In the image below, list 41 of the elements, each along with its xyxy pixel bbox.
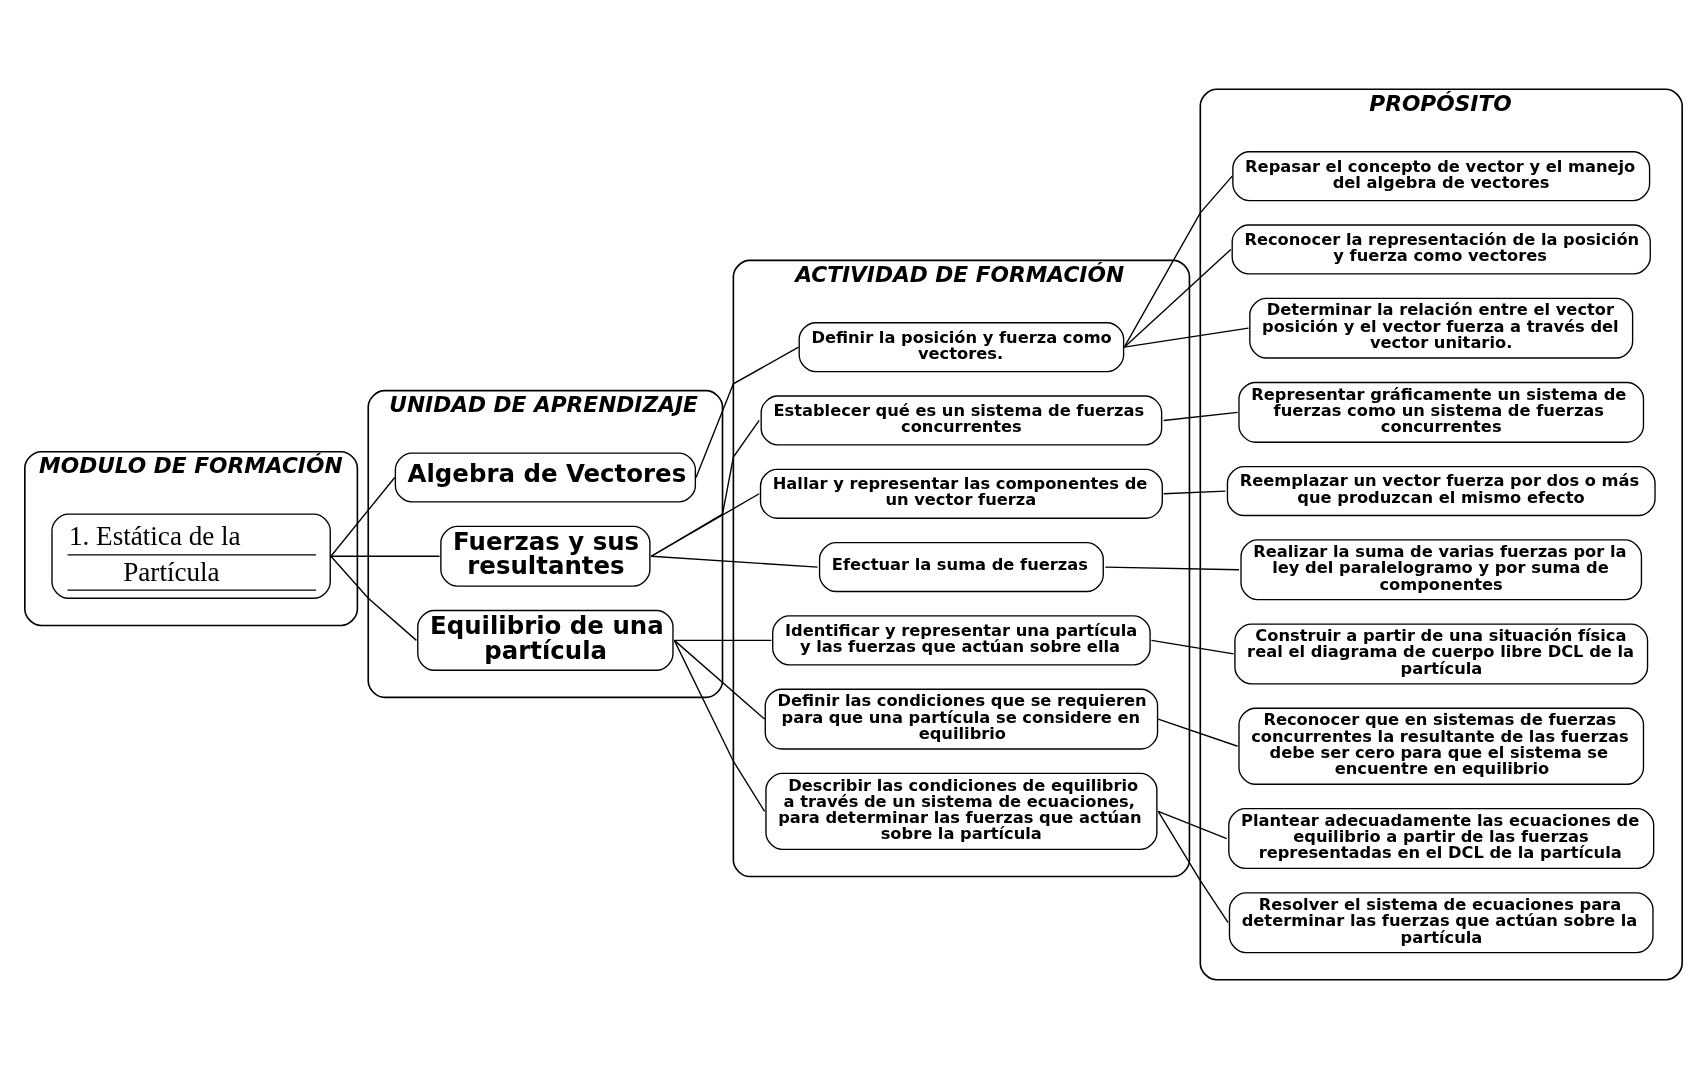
connector xyxy=(673,639,766,720)
connector xyxy=(650,492,760,557)
connector xyxy=(1157,810,1228,839)
connector xyxy=(673,639,773,641)
connector xyxy=(695,346,800,478)
connector xyxy=(1123,327,1250,348)
node-box: Definir la posición y fuerza como vectores. xyxy=(798,321,1125,372)
connector xyxy=(1150,639,1235,655)
node-box: Determinar la relación entre el vector posición y el vector fuerza a través del vector unitario. xyxy=(1249,297,1634,359)
connector xyxy=(1123,175,1233,348)
connector xyxy=(650,419,760,557)
connector xyxy=(1157,810,1229,923)
node-box: Plantear adecuadamente las ecuaciones de equilibrio a partir de las fuerzas representadas en el DCL de la partícula xyxy=(1228,807,1655,869)
node-box: Equilibrio de una partícula xyxy=(417,609,674,671)
connector xyxy=(330,476,396,557)
node-box: Reconocer la representación de la posición y fuerza como vectores xyxy=(1231,223,1651,275)
connector xyxy=(330,555,418,641)
node-box: Hallar y representar las componentes de un vector fuerza xyxy=(759,468,1163,519)
node-box: Reconocer que en sistemas de fuerzas concurrentes la resultante de las fuerzas debe ser cero para que el sistema se encuentre en equilibrio xyxy=(1238,707,1645,785)
node-box: Representar gráficamente un sistema de fuerzas como un sistema de fuerzas concurrentes xyxy=(1238,381,1645,443)
connector xyxy=(1163,411,1239,421)
connector xyxy=(673,639,766,812)
connector xyxy=(650,555,819,568)
node-box: Resolver el sistema de ecuaciones para determinar las fuerzas que actúan sobre la partícula xyxy=(1228,891,1654,953)
connector xyxy=(1104,565,1240,570)
node-box: Describir las condiciones de equilibrio a través de un sistema de ecuaciones, para determinar las fuerzas que actúan sobre la partícula xyxy=(765,772,1158,850)
connector xyxy=(1157,717,1239,747)
node-box: Reemplazar un vector fuerza por dos o más que produzcan el mismo efecto xyxy=(1226,465,1656,516)
node-box: Efectuar la suma de fuerzas xyxy=(818,541,1104,592)
node-box: Fuerzas y sus resultantes xyxy=(440,525,651,587)
node-box: Realizar la suma de varias fuerzas por la ley del paralelogramo y por suma de componentes xyxy=(1240,538,1643,600)
node-box: Repasar el concepto de vector y el manejo del algebra de vectores xyxy=(1232,150,1651,201)
connector xyxy=(1163,489,1227,494)
connector xyxy=(1123,248,1232,348)
node-box: Algebra de Vectores xyxy=(394,451,697,503)
node-box: Construir a partir de una situación física real el diagrama de cuerpo libre DCL de la partícula xyxy=(1234,622,1649,684)
node-box: Definir las condiciones que se requieren para que una partícula se considere en equilibrio xyxy=(764,688,1159,750)
connector xyxy=(330,555,441,557)
node-box: Establecer qué es un sistema de fuerzas concurrentes xyxy=(760,394,1163,446)
node-box: 1. Estática de la Partícula xyxy=(51,512,331,599)
node-box: Identificar y representar una partícula y las fuerzas que actúan sobre ella xyxy=(772,614,1151,665)
